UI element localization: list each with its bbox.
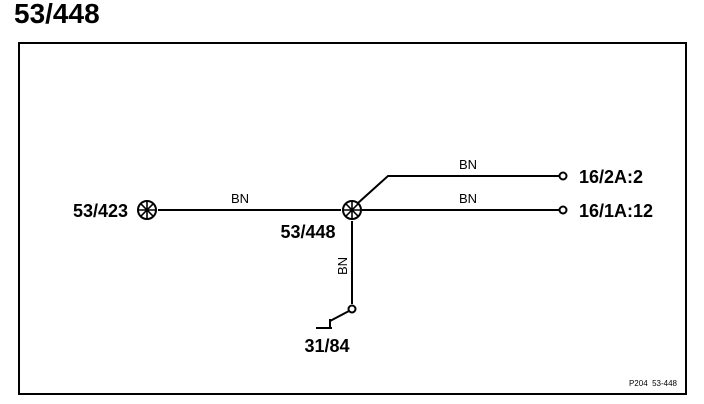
page-title: 53/448 xyxy=(14,0,100,29)
wire-label-ground: BN xyxy=(335,257,350,275)
splice-icon-left xyxy=(137,200,157,220)
wire-label-upper: BN xyxy=(459,157,477,172)
connector-label-left: 53/423 xyxy=(73,201,128,221)
wire-center-to-upper-terminal xyxy=(357,175,559,204)
terminal-label-lower: 16/1A:12 xyxy=(579,201,653,221)
terminal-icon-lower xyxy=(558,205,568,215)
ground-switch-icon xyxy=(316,304,357,329)
diagram-frame xyxy=(18,42,687,395)
connector-label-center: 53/448 xyxy=(280,222,335,242)
terminal-icon-upper xyxy=(558,171,568,181)
wire-label-left: BN xyxy=(231,191,249,206)
splice-icon-center xyxy=(342,200,362,220)
connector-label-ground: 31/84 xyxy=(304,336,349,356)
terminal-label-upper: 16/2A:2 xyxy=(579,167,643,187)
wire-label-lower: BN xyxy=(459,191,477,206)
reference-code: P204 53-448 xyxy=(629,379,678,388)
